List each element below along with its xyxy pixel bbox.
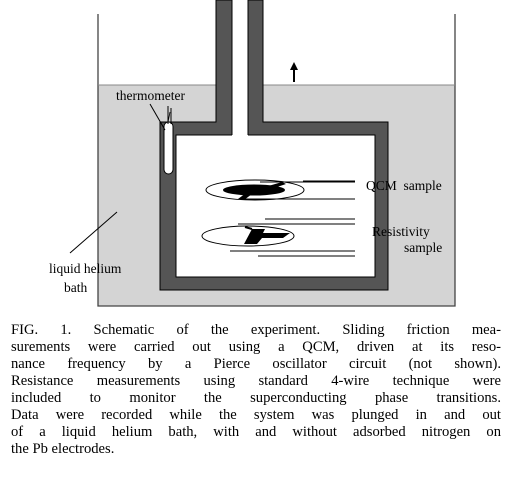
qcm-sample-label: QCM sample xyxy=(366,178,442,193)
resistivity-label-line1: Resistivity xyxy=(372,224,430,239)
caption-line: nance frequency by a Pierce oscillator c… xyxy=(11,356,501,372)
helium-leader xyxy=(69,211,118,254)
qcm-sample xyxy=(205,179,305,201)
thermometer-probe xyxy=(163,106,174,175)
caption-line: surements were carried out using a QCM, … xyxy=(11,339,501,355)
plunge-direction-arrow xyxy=(290,62,298,82)
experiment-schematic: thermometer QCM sample Resistivity sampl… xyxy=(49,0,456,307)
insert-tube-bore xyxy=(232,0,248,136)
sample-chamber xyxy=(175,134,376,278)
caption-line: of a liquid helium bath, with and withou… xyxy=(11,424,501,440)
caption-line: Data were recorded while the system was … xyxy=(11,407,501,423)
helium-label-line1: liquid helium xyxy=(49,261,122,276)
thermometer-leader xyxy=(149,103,166,131)
helium-label-line2: bath xyxy=(64,280,87,295)
caption-line: the Pb electrodes. xyxy=(11,441,115,457)
resistivity-sample xyxy=(201,225,295,247)
caption-line: FIG. 1. Schematic of the experiment. Sli… xyxy=(11,322,501,338)
dewar-vessel xyxy=(97,14,456,307)
caption-line: Resistance measurements using standard 4… xyxy=(11,373,501,389)
caption-line: included to monitor the superconducting … xyxy=(11,390,501,406)
resistivity-label-line2: sample xyxy=(404,240,442,255)
thermometer-label: thermometer xyxy=(116,88,185,103)
figure-caption: FIG. 1. Schematic of the experiment. Sli… xyxy=(11,322,501,458)
